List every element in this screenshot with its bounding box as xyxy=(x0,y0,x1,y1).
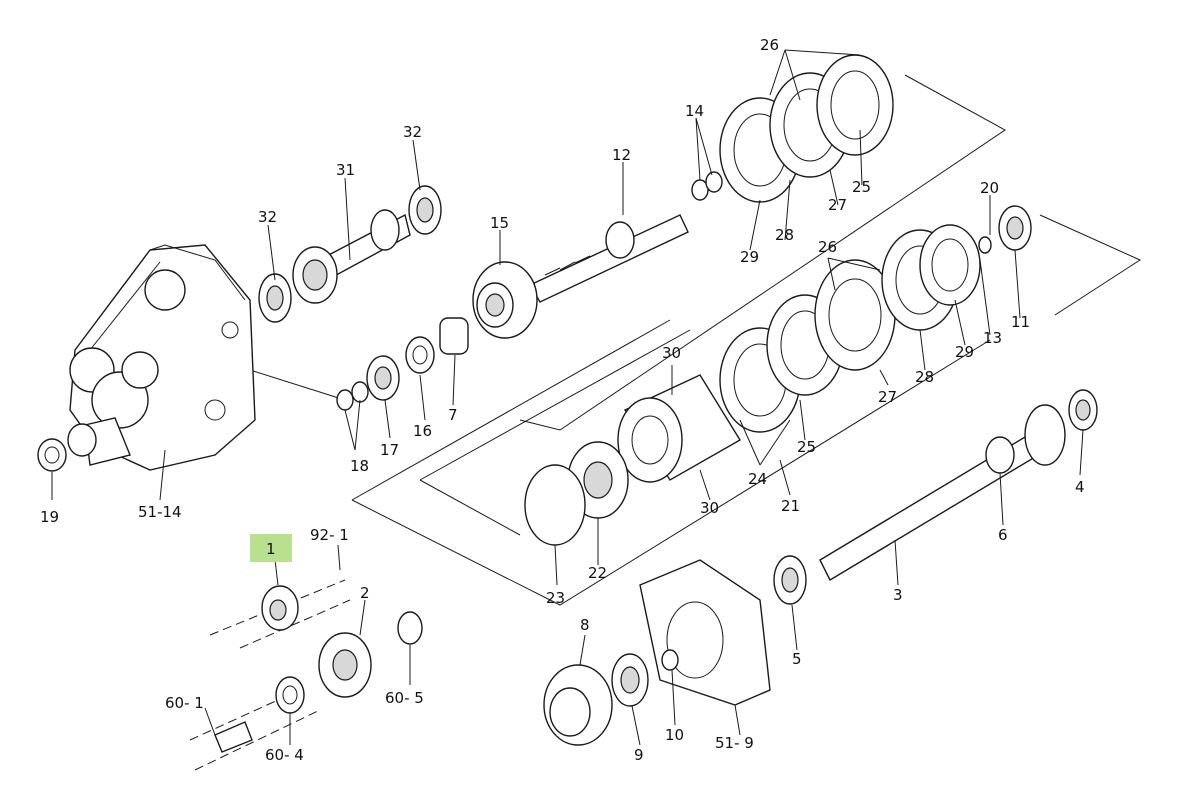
label-26-lower: 26 xyxy=(818,238,837,256)
bearing-9 xyxy=(611,653,649,707)
bearing-32-left xyxy=(258,273,292,323)
upper-frame xyxy=(249,74,1142,606)
ring-10 xyxy=(661,649,679,671)
label-25-upper: 25 xyxy=(852,178,871,196)
label-9: 9 xyxy=(634,746,644,764)
label-10: 10 xyxy=(665,726,684,744)
label-6: 6 xyxy=(998,526,1008,544)
clutch-drum-30 xyxy=(617,374,741,483)
parts-7-16-17-18 xyxy=(336,317,469,411)
label-29-lower: 29 xyxy=(955,343,974,361)
label-4: 4 xyxy=(1075,478,1085,496)
main-shaft-3 xyxy=(773,389,1098,605)
clutch-pack-lower xyxy=(719,205,1032,433)
label-16: 16 xyxy=(413,422,432,440)
label-19: 19 xyxy=(40,508,59,526)
label-92-1: 92- 1 xyxy=(310,526,349,544)
part-23-ring xyxy=(524,464,586,546)
label-28-lower: 28 xyxy=(915,368,934,386)
leader-lines xyxy=(51,49,1084,746)
label-60-5: 60- 5 xyxy=(385,689,424,707)
counter-shaft-31 xyxy=(292,209,411,304)
label-15: 15 xyxy=(490,214,509,232)
housing-51-9 xyxy=(639,559,771,706)
gear-15 xyxy=(472,261,538,339)
part-1-highlight xyxy=(250,534,292,562)
label-51-9: 51- 9 xyxy=(715,734,754,752)
label-51-14: 51-14 xyxy=(138,503,182,521)
lower-left-assembly xyxy=(189,579,423,771)
label-5: 5 xyxy=(792,650,802,668)
label-30-upper: 30 xyxy=(662,344,681,362)
label-14: 14 xyxy=(685,102,704,120)
bearing-32-right xyxy=(408,185,442,235)
rings-14 xyxy=(691,171,723,201)
label-7: 7 xyxy=(448,406,458,424)
label-26-upper: 26 xyxy=(760,36,779,54)
label-31: 31 xyxy=(336,161,355,179)
part-19-washer xyxy=(37,438,67,472)
label-20: 20 xyxy=(980,179,999,197)
label-12: 12 xyxy=(612,146,631,164)
label-30-lower: 30 xyxy=(700,499,719,517)
label-22: 22 xyxy=(588,564,607,582)
label-28-upper: 28 xyxy=(775,226,794,244)
label-1: 1 xyxy=(266,540,276,558)
label-11: 11 xyxy=(1011,313,1030,331)
gear-8 xyxy=(543,664,613,746)
label-27-lower: 27 xyxy=(878,388,897,406)
part-labels: 26 14 12 32 31 32 15 20 29 28 27 25 26 1… xyxy=(40,36,1085,764)
label-25-lower: 25 xyxy=(797,438,816,456)
label-23: 23 xyxy=(546,589,565,607)
label-32-top: 32 xyxy=(403,123,422,141)
label-18: 18 xyxy=(350,457,369,475)
label-32-left: 32 xyxy=(258,208,277,226)
housing-51-14 xyxy=(67,244,256,471)
shaft-12 xyxy=(529,214,689,303)
label-24: 24 xyxy=(748,470,767,488)
label-8: 8 xyxy=(580,616,590,634)
label-3: 3 xyxy=(893,586,903,604)
label-60-1: 60- 1 xyxy=(165,694,204,712)
label-13: 13 xyxy=(983,329,1002,347)
label-21: 21 xyxy=(781,497,800,515)
label-60-4: 60- 4 xyxy=(265,746,304,764)
label-27-upper: 27 xyxy=(828,196,847,214)
label-2: 2 xyxy=(360,584,370,602)
label-17: 17 xyxy=(380,441,399,459)
label-29-upper: 29 xyxy=(740,248,759,266)
